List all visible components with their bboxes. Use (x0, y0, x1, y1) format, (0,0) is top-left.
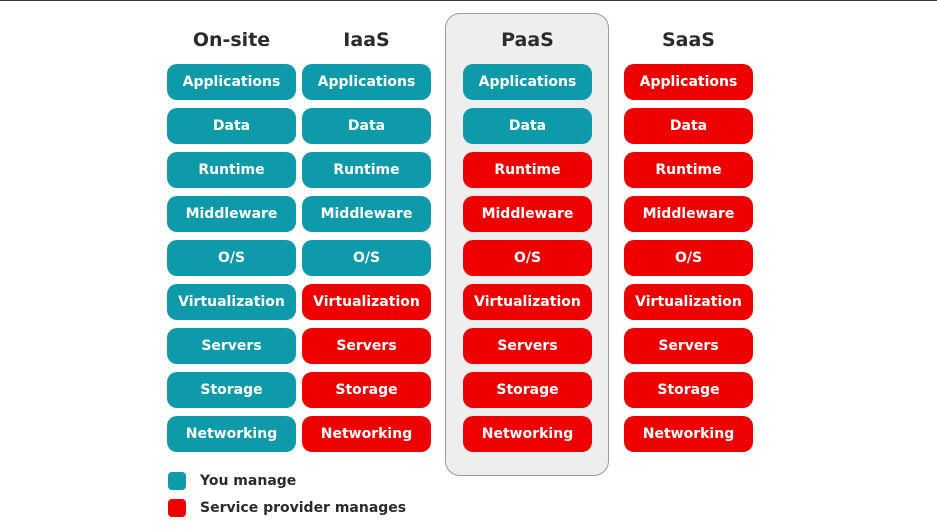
layer-applications: Applications (463, 64, 592, 100)
layer-os: O/S (624, 240, 753, 276)
layer-virtualization: Virtualization (302, 284, 431, 320)
layer-middleware: Middleware (463, 196, 592, 232)
layer-os: O/S (302, 240, 431, 276)
layer-storage: Storage (167, 372, 296, 408)
legend-swatch-you-manage (168, 472, 186, 490)
layer-data: Data (302, 108, 431, 144)
layer-virtualization: Virtualization (624, 284, 753, 320)
layer-runtime: Runtime (302, 152, 431, 188)
column-title: PaaS (501, 29, 554, 51)
layer-runtime: Runtime (463, 152, 592, 188)
legend-swatch-provider-manages (168, 499, 186, 517)
layer-storage: Storage (302, 372, 431, 408)
layer-data: Data (167, 108, 296, 144)
column-paas: PaaS Applications Data Runtime Middlewar… (463, 26, 592, 460)
layer-applications: Applications (624, 64, 753, 100)
layer-servers: Servers (302, 328, 431, 364)
layer-applications: Applications (302, 64, 431, 100)
column-title: IaaS (343, 29, 390, 51)
legend: You manage Service provider manages (168, 471, 406, 525)
column-iaas: IaaS Applications Data Runtime Middlewar… (302, 26, 431, 460)
layer-applications: Applications (167, 64, 296, 100)
layer-os: O/S (167, 240, 296, 276)
legend-label: You manage (200, 473, 297, 489)
legend-item-provider-manages: Service provider manages (168, 498, 406, 518)
column-title: SaaS (661, 29, 715, 51)
layer-virtualization: Virtualization (167, 284, 296, 320)
layer-virtualization: Virtualization (463, 284, 592, 320)
legend-label: Service provider manages (200, 500, 407, 516)
top-divider (0, 0, 937, 1)
column-on-site: On-site Applications Data Runtime Middle… (167, 26, 296, 460)
layer-servers: Servers (624, 328, 753, 364)
layer-servers: Servers (463, 328, 592, 364)
layer-data: Data (624, 108, 753, 144)
layer-data: Data (463, 108, 592, 144)
layer-servers: Servers (167, 328, 296, 364)
layer-networking: Networking (167, 416, 296, 452)
layer-networking: Networking (463, 416, 592, 452)
column-saas: SaaS Applications Data Runtime Middlewar… (624, 26, 753, 460)
layer-middleware: Middleware (167, 196, 296, 232)
layer-networking: Networking (624, 416, 753, 452)
layer-middleware: Middleware (302, 196, 431, 232)
layer-os: O/S (463, 240, 592, 276)
layer-storage: Storage (624, 372, 753, 408)
layer-middleware: Middleware (624, 196, 753, 232)
layer-networking: Networking (302, 416, 431, 452)
layer-runtime: Runtime (624, 152, 753, 188)
column-title: On-site (192, 29, 271, 51)
legend-item-you-manage: You manage (168, 471, 406, 491)
layer-runtime: Runtime (167, 152, 296, 188)
layer-storage: Storage (463, 372, 592, 408)
